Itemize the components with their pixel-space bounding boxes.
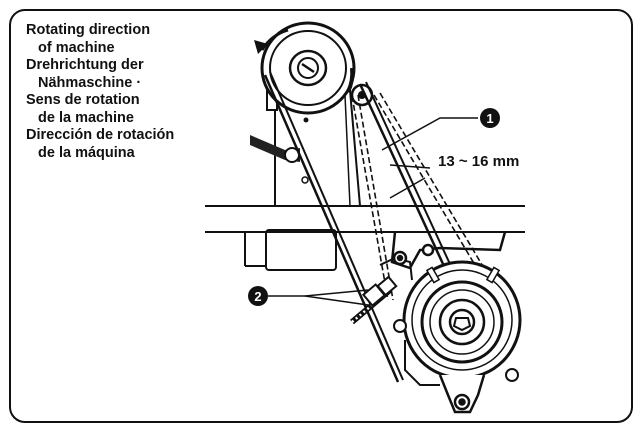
machine-pulley — [260, 21, 356, 115]
callout-2-leader — [268, 289, 369, 306]
label-line: de la máquina — [38, 144, 135, 161]
label-line: of machine — [38, 39, 115, 56]
v-belt — [263, 71, 462, 383]
motor-bracket — [438, 374, 486, 414]
callout-1-badge: 1 — [480, 108, 500, 128]
label-line: Sens de rotation — [26, 92, 140, 108]
label-spanish: Dirección de rotación de la máquina — [26, 127, 226, 162]
motor-base — [404, 340, 440, 386]
deflection-indicator — [389, 164, 431, 199]
callout-1-leader — [381, 117, 478, 151]
arm-bolt — [301, 176, 309, 184]
label-line: de la machine — [38, 109, 134, 126]
label-french: Sens de rotation de la machine — [26, 92, 226, 127]
v-belt-alt-position — [351, 92, 495, 301]
motor-housing — [379, 231, 507, 281]
rotation-arrow-icon — [254, 28, 289, 54]
callout-2-badge: 2 — [248, 286, 268, 306]
label-english: Rotating direction of machine — [26, 22, 226, 57]
label-line: Nähmaschine · — [38, 74, 142, 91]
label-line: Drehrichtung der — [26, 57, 144, 73]
rotation-direction-labels: Rotating direction of machine Drehrichtu… — [26, 22, 226, 162]
label-line: Dirección de rotación — [26, 127, 175, 143]
motor-pulley — [402, 260, 522, 380]
svg-text:2: 2 — [254, 289, 261, 304]
belt-deflection-measurement: 13 ~ 16 mm — [438, 153, 520, 170]
svg-text:1: 1 — [486, 111, 493, 126]
adjusting-screw — [350, 275, 398, 325]
arm-bolt — [303, 117, 309, 123]
label-german: Drehrichtung der Nähmaschine · — [26, 57, 226, 92]
label-line: Rotating direction — [26, 22, 151, 38]
side-bolt — [393, 319, 519, 382]
